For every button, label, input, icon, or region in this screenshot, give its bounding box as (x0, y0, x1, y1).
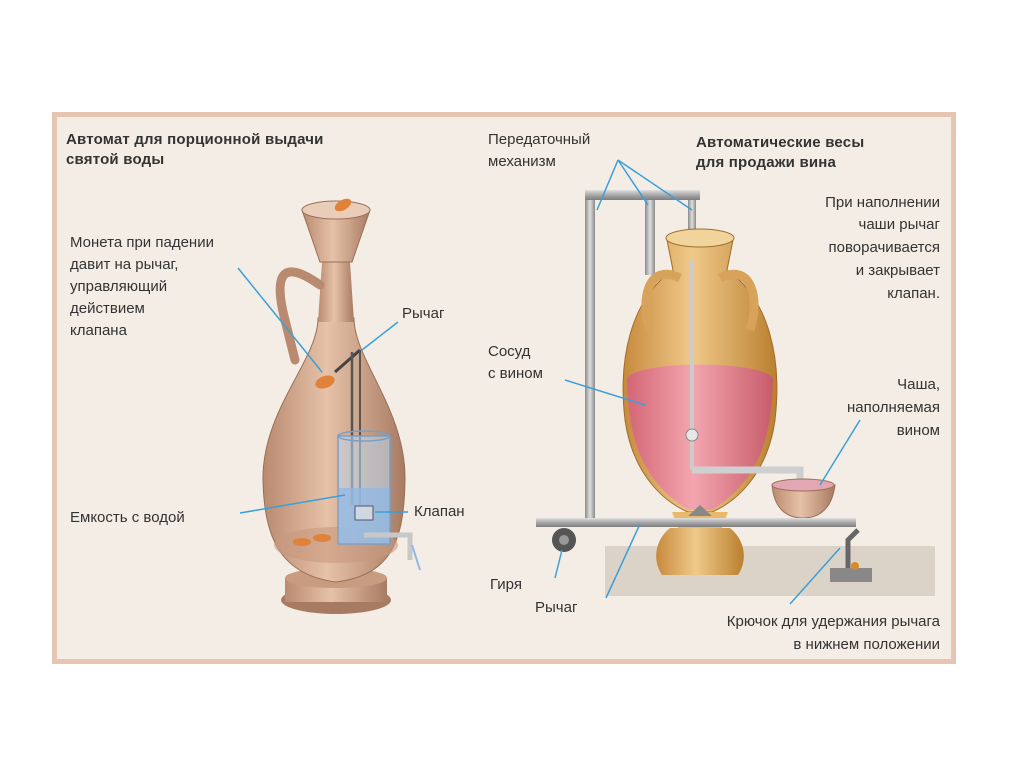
fill-note-line4: и закрывает (855, 262, 940, 279)
hook-label-line1: Крючок для удержания рычага (726, 613, 940, 630)
coin-note-line4: действием (70, 300, 145, 317)
wine-vessel-label-line2: с вином (488, 365, 543, 382)
coin-note-line3: управляющий (70, 278, 168, 295)
bowl-label-line3: вином (896, 422, 940, 439)
weight-label: Гиря (490, 576, 522, 593)
water-container-label: Емкость с водой (70, 509, 185, 526)
holy-water-vessel (262, 198, 421, 614)
fill-note-line3: поворачивается (828, 239, 940, 256)
transmission-label-line2: механизм (488, 153, 556, 170)
right-title-line2: для продажи вина (696, 154, 837, 171)
right-lever-label: Рычаг (535, 599, 578, 616)
left-title-line2: святой воды (66, 151, 165, 168)
bowl-label-line1: Чаша, (897, 376, 940, 393)
hook-label-line2: в нижнем положении (793, 636, 940, 653)
transmission-label-line1: Передаточный (488, 131, 591, 148)
coin-note-line5: клапана (70, 322, 127, 339)
coin-note-line2: давит на рычаг, (70, 256, 179, 273)
wine-vessel-label-line1: Сосуд (488, 343, 531, 360)
bowl-label-line2: наполняемая (846, 399, 940, 416)
fill-note-line2: чаши рычаг (858, 216, 941, 233)
wine-scale (536, 190, 935, 596)
fill-note-line5: клапан. (887, 285, 940, 302)
valve-label: Клапан (414, 503, 465, 520)
left-lever-label: Рычаг (402, 305, 445, 322)
hook (830, 528, 872, 582)
right-title-line1: Автоматические весы (696, 134, 865, 151)
fill-note-line1: При наполнении (825, 194, 940, 211)
pointer-lines (237, 159, 861, 605)
left-title-line1: Автомат для порционной выдачи (66, 131, 324, 148)
coin-note-line1: Монета при падении (70, 234, 214, 251)
